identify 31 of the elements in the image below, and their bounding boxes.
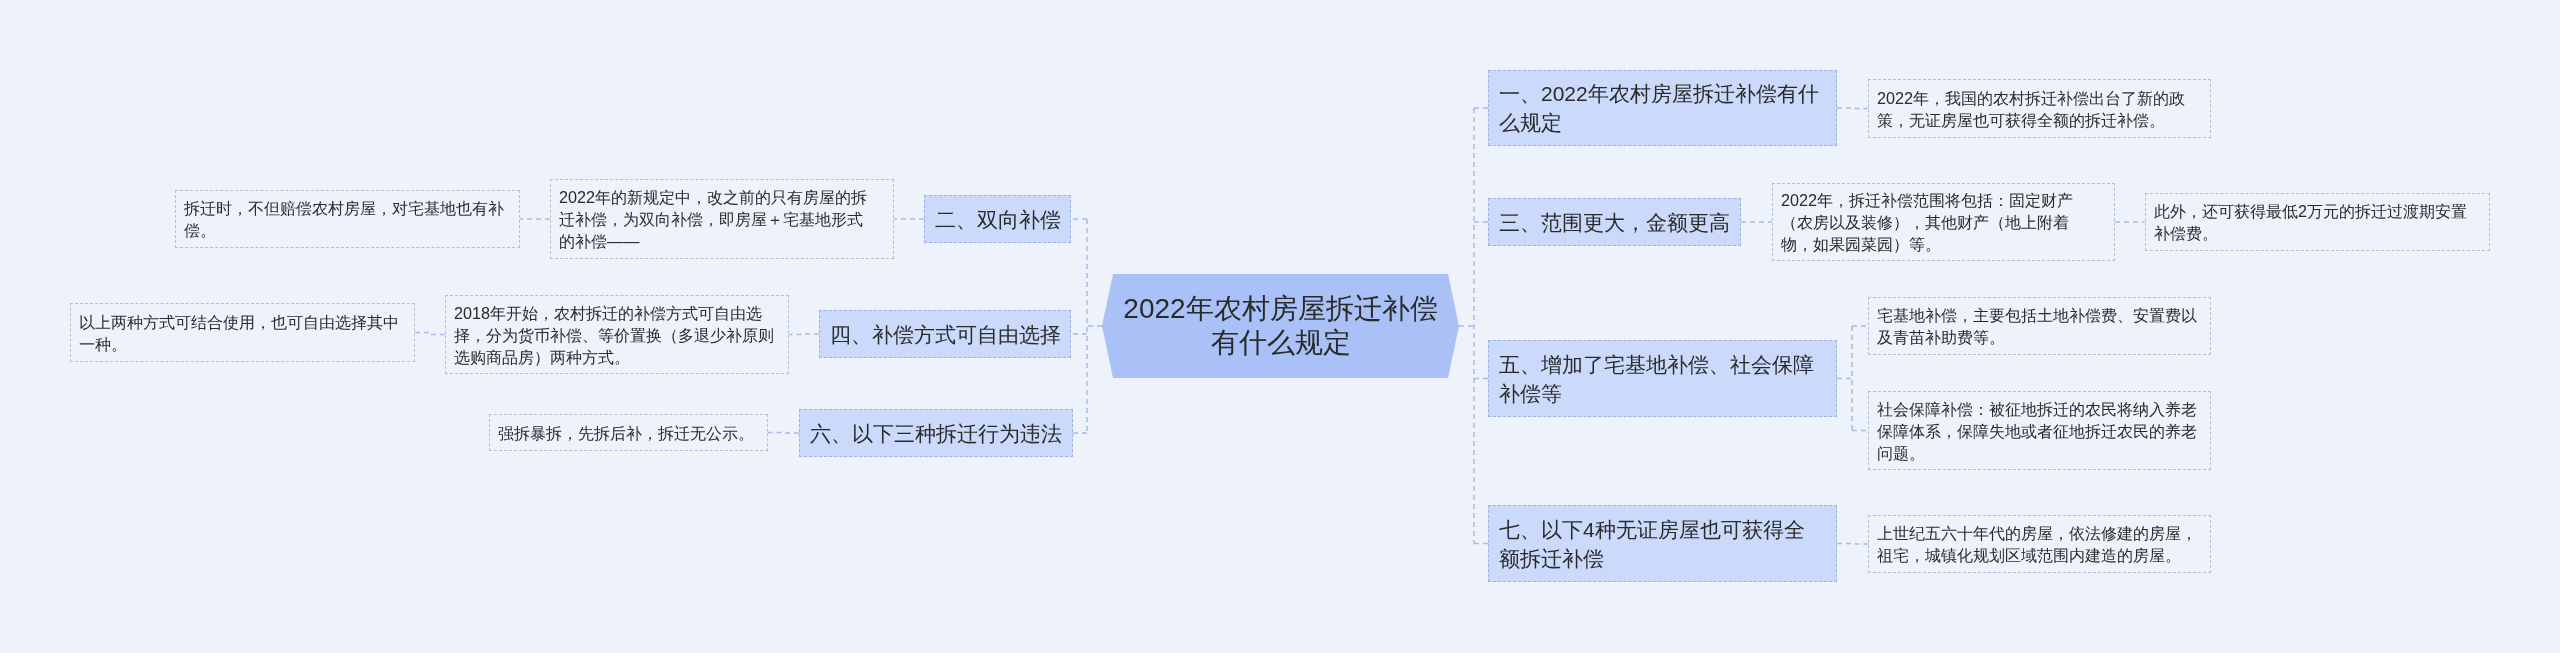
branch-box: 二、双向补偿 [924,195,1071,243]
note-box: 2022年，拆迁补偿范围将包括：固定财产（农房以及装修），其他财产（地上附着物，如果园菜园）等。 [1772,183,2115,261]
branch-box: 五、增加了宅基地补偿、社会保障补偿等 [1488,340,1837,417]
connector-line [1836,325,1869,432]
branch-box: 三、范围更大，金额更高 [1488,198,1741,246]
connector-line [893,218,925,220]
note-box: 此外，还可获得最低2万元的拆迁过渡期安置补偿费。 [2145,193,2490,251]
note-box: 宅基地补偿，主要包括土地补偿费、安置费以及青苗补助费等。 [1868,297,2211,355]
note-box: 以上两种方式可结合使用，也可自由选择其中一种。 [70,303,415,362]
connector-line [1458,107,1489,545]
connector-line [414,331,446,336]
connector-line [1836,107,1869,110]
note-box: 2022年，我国的农村拆迁补偿出台了新的政策，无证房屋也可获得全额的拆迁补偿。 [1868,79,2211,138]
note-box: 强拆暴拆，先拆后补，拆迁无公示。 [489,414,768,451]
note-box: 拆迁时，不但赔偿农村房屋，对宅基地也有补偿。 [175,190,520,248]
connector-line [519,218,551,220]
branch-box: 四、补偿方式可自由选择 [819,310,1071,358]
note-box: 社会保障补偿：被征地拆迁的农民将纳入养老保障体系，保障失地或者征地拆迁农民的养老问题。 [1868,391,2211,470]
central-topic: 2022年农村房屋拆迁补偿有什么规定 [1102,274,1459,378]
connector-line [2114,221,2146,223]
branch-box: 一、2022年农村房屋拆迁补偿有什么规定 [1488,70,1837,146]
connector-line [1836,542,1869,545]
connector-line [788,333,820,336]
branch-box: 六、以下三种拆迁行为违法 [799,409,1073,457]
branch-box: 七、以下4种无证房屋也可获得全额拆迁补偿 [1488,505,1837,582]
note-box: 上世纪五六十年代的房屋，依法修建的房屋，祖宅，城镇化规划区域范围内建造的房屋。 [1868,515,2211,573]
connector-line [767,431,800,434]
connector-line [1070,218,1103,434]
note-box: 2022年的新规定中，改之前的只有房屋的拆迁补偿，为双向补偿，即房屋＋宅基地形式的补偿—— [550,179,894,259]
connector-line [1740,221,1773,223]
note-box: 2018年开始，农村拆迁的补偿方式可自由选择，分为货币补偿、等价置换（多退少补原则选购商品房）两种方式。 [445,295,789,374]
